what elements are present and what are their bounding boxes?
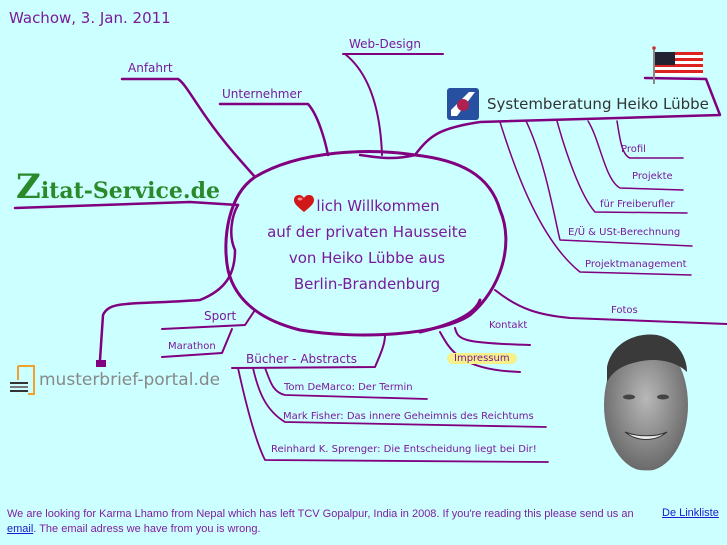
book-sprenger[interactable]: Reinhard K. Sprenger: Die Entscheidung l… <box>271 444 537 455</box>
branch-unternehmer[interactable]: Unternehmer <box>222 87 302 101</box>
systemberatung-logo-link[interactable]: Systemberatung Heiko Lübbe <box>447 88 709 120</box>
heart-icon <box>294 195 315 212</box>
musterbrief-logo-icon <box>10 365 35 395</box>
branch-projektmanagement[interactable]: Projektmanagement <box>585 259 687 270</box>
welcome-text: lich Willkommen auf der privaten Haussei… <box>247 193 487 297</box>
branch-anfahrt[interactable]: Anfahrt <box>128 61 173 75</box>
zitat-service-logo-link[interactable]: Zitat-Service.de <box>16 167 220 207</box>
us-flag-icon[interactable] <box>651 46 707 86</box>
branch-sport[interactable]: Sport <box>204 309 237 323</box>
branch-web-design[interactable]: Web-Design <box>349 37 421 51</box>
branch-marathon[interactable]: Marathon <box>168 341 216 352</box>
branch-fotos[interactable]: Fotos <box>611 305 638 316</box>
welcome-line-2: auf der privaten Hausseite <box>267 223 467 241</box>
branch-berechnung[interactable]: E/Ü & USt-Berechnung <box>568 227 681 238</box>
musterbrief-label: musterbrief-portal.de <box>39 370 221 390</box>
musterbrief-portal-logo-link[interactable]: musterbrief-portal.de <box>10 364 220 396</box>
branch-kontakt[interactable]: Kontakt <box>489 320 528 331</box>
welcome-line-4: Berlin-Brandenburg <box>293 275 441 293</box>
branch-projekte[interactable]: Projekte <box>632 171 673 182</box>
systemberatung-logo-icon <box>447 88 479 120</box>
footer-notice: We are looking for Karma Lhamo from Nepa… <box>7 507 657 537</box>
book-demarco[interactable]: Tom DeMarco: Der Termin <box>284 382 413 393</box>
portrait-photo[interactable] <box>597 327 691 477</box>
welcome-line-1: lich Willkommen <box>316 197 440 215</box>
footer-text-after: . The email adress we have from you is w… <box>33 523 261 535</box>
branch-impressum[interactable]: Impressum <box>447 353 517 364</box>
zitat-logo-text: itat-Service.de <box>40 178 220 204</box>
branch-freiberufler[interactable]: für Freiberufler <box>600 199 675 210</box>
book-fisher[interactable]: Mark Fisher: Das innere Geheimnis des Re… <box>283 411 534 422</box>
branch-profil[interactable]: Profil <box>621 144 646 155</box>
branch-buecher[interactable]: Bücher - Abstracts <box>246 352 357 366</box>
footer-text-before: We are looking for Karma Lhamo from Nepa… <box>7 508 634 520</box>
footer-email-link[interactable]: email <box>7 523 34 535</box>
page-date: Wachow, 3. Jan. 2011 <box>9 9 171 27</box>
zitat-logo-initial: Z <box>16 167 41 207</box>
systemberatung-label: Systemberatung Heiko Lübbe <box>487 95 709 113</box>
linkliste-link[interactable]: De Linkliste <box>662 507 719 519</box>
welcome-line-3: von Heiko Lübbe aus <box>288 249 446 267</box>
